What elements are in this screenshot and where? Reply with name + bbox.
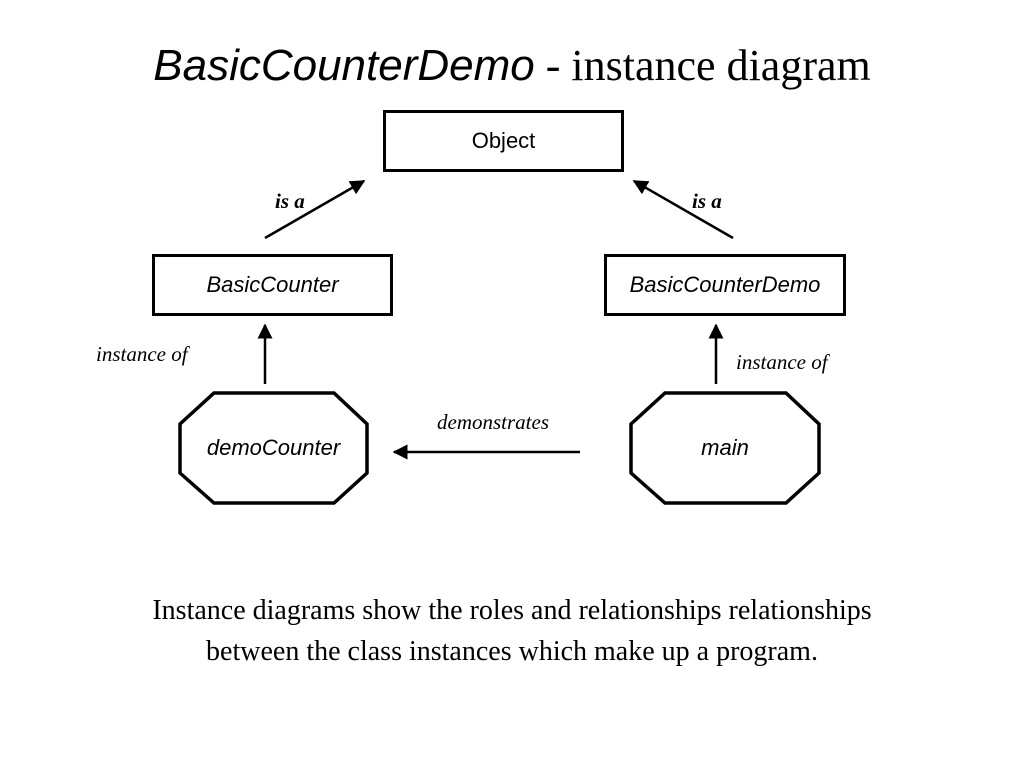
- slide-caption: Instance diagrams show the roles and rel…: [152, 595, 872, 667]
- object-class-box: Object: [383, 110, 624, 172]
- main-octagon: [629, 391, 821, 505]
- main-label: main: [701, 435, 749, 460]
- demonstrates-label: demonstrates: [437, 410, 549, 434]
- democounter-octagon: [178, 391, 369, 505]
- basiccounterdemo-class-label: BasicCounterDemo: [629, 272, 821, 297]
- isa-right-arrow: [632, 179, 734, 240]
- instance-of-right-label: instance of: [736, 350, 828, 374]
- democounter-label: demoCounter: [206, 435, 341, 460]
- main-instance: main: [631, 393, 819, 503]
- slide-title-sub: - instance diagram: [545, 41, 871, 90]
- slide-title: BasicCounterDemo - instance diagram: [0, 38, 1024, 94]
- object-class-label: Object: [471, 128, 536, 153]
- basiccounter-class-label: BasicCounter: [206, 272, 339, 297]
- slide-title-main: BasicCounterDemo: [153, 41, 535, 90]
- isa-right-label: is a: [692, 189, 722, 213]
- basiccounterdemo-class-box: BasicCounterDemo: [604, 254, 846, 316]
- isa-left-arrow: [264, 179, 366, 240]
- basiccounter-class-box: BasicCounter: [152, 254, 393, 316]
- democounter-instance: demoCounter: [180, 393, 367, 503]
- instance-of-left-label: instance of: [96, 342, 188, 366]
- isa-left-label: is a: [275, 189, 305, 213]
